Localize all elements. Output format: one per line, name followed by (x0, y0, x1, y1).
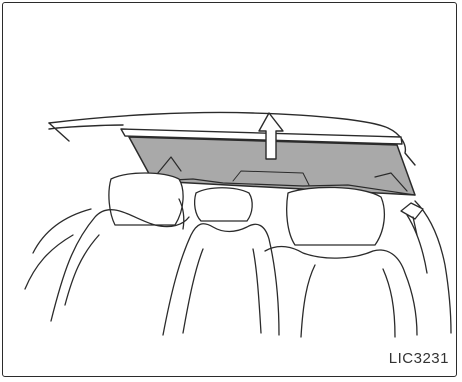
side-panel-left (33, 209, 91, 253)
seatback-left (51, 210, 189, 321)
headrest-center (195, 188, 253, 221)
window-left-pillar (49, 123, 69, 141)
seatback-center-right-line (253, 249, 261, 333)
seatback-center (163, 224, 279, 335)
headrest-left (109, 173, 183, 225)
sunshade-illustration (3, 3, 458, 378)
seatback-left-inner (65, 235, 99, 305)
rear-seat (25, 173, 451, 337)
seatback-right-inner2 (383, 269, 395, 337)
seatback-right-inner (301, 265, 315, 337)
headrest-right (287, 187, 385, 245)
side-panel-left-lower (25, 235, 73, 289)
figure-code-label: LIC3231 (389, 350, 449, 367)
side-panel-right (415, 201, 451, 333)
figure-frame: LIC3231 (2, 2, 457, 377)
side-panel-right-inner (407, 215, 427, 273)
window-inner-edge (49, 125, 123, 129)
seatback-center-left-line (183, 249, 203, 333)
